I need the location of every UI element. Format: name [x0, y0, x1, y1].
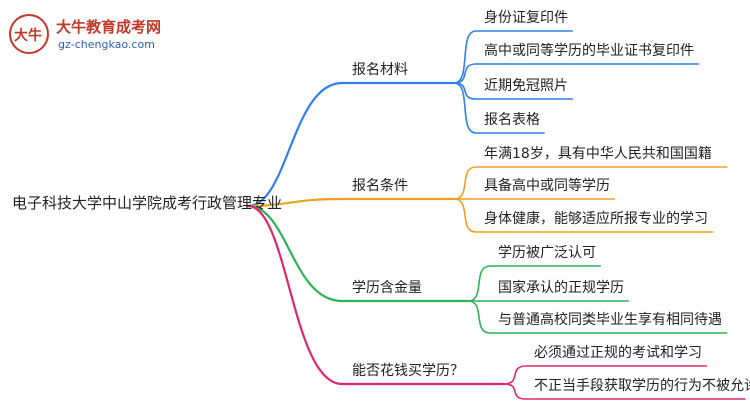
leaf-node-1-3: 近期免冠照片	[484, 78, 568, 94]
leaf-connector-3-3	[467, 300, 728, 334]
leaf-connector-4-2	[503, 383, 746, 400]
leaf-connector-1-4	[453, 82, 545, 134]
logo-site-name: 大牛教育成考网	[56, 18, 162, 36]
leaf-node-1-2: 高中或同等学历的毕业证书复印件	[484, 43, 694, 59]
leaf-connector-1-1	[453, 30, 574, 84]
leaf-connector-2-3	[453, 198, 714, 233]
branch-node-4: 能否花钱买学历？	[352, 363, 464, 379]
branch-connector-2	[246, 197, 456, 208]
leaf-node-2-1: 年满18岁，具有中华人民共和国国籍	[484, 146, 712, 162]
leaf-node-2-2: 具备高中或同等学历	[484, 178, 610, 194]
leaf-node-2-3: 身体健康，能够适应所报专业的学习	[484, 211, 708, 227]
root-node: 电子科技大学中山学院成考行政管理专业	[12, 194, 283, 212]
branch-node-3: 学历含金量	[352, 280, 422, 296]
branch-connector-4	[246, 204, 506, 386]
site-logo[interactable]: 大牛 大牛教育成考网 gz-chengkao.com	[6, 12, 206, 56]
leaf-node-3-1: 学历被广泛认可	[498, 245, 596, 261]
leaf-node-1-1: 身份证复印件	[484, 10, 568, 26]
leaf-node-4-1: 必须通过正规的考试和学习	[534, 345, 702, 361]
leaf-connector-4-1	[503, 365, 708, 385]
leaf-node-4-2: 不正当手段获取学历的行为不被允许	[534, 378, 750, 394]
branch-node-1: 报名材料	[352, 62, 408, 78]
branch-connector-1	[246, 81, 456, 208]
leaf-node-1-4: 报名表格	[484, 112, 540, 128]
leaf-connector-1-2	[453, 63, 700, 84]
branch-connector-3	[246, 204, 470, 303]
leaf-connector-3-1	[467, 265, 602, 302]
leaf-node-3-3: 与普通高校同类毕业生享有相同待遇	[498, 312, 722, 328]
bull-logo-icon: 大牛	[9, 14, 49, 54]
logo-site-url: gz-chengkao.com	[58, 38, 155, 51]
leaf-connector-2-1	[453, 166, 728, 200]
leaf-node-3-2: 国家承认的正规学历	[498, 280, 624, 296]
branch-node-2: 报名条件	[352, 178, 408, 194]
logo-mark-text: 大牛	[14, 27, 42, 44]
